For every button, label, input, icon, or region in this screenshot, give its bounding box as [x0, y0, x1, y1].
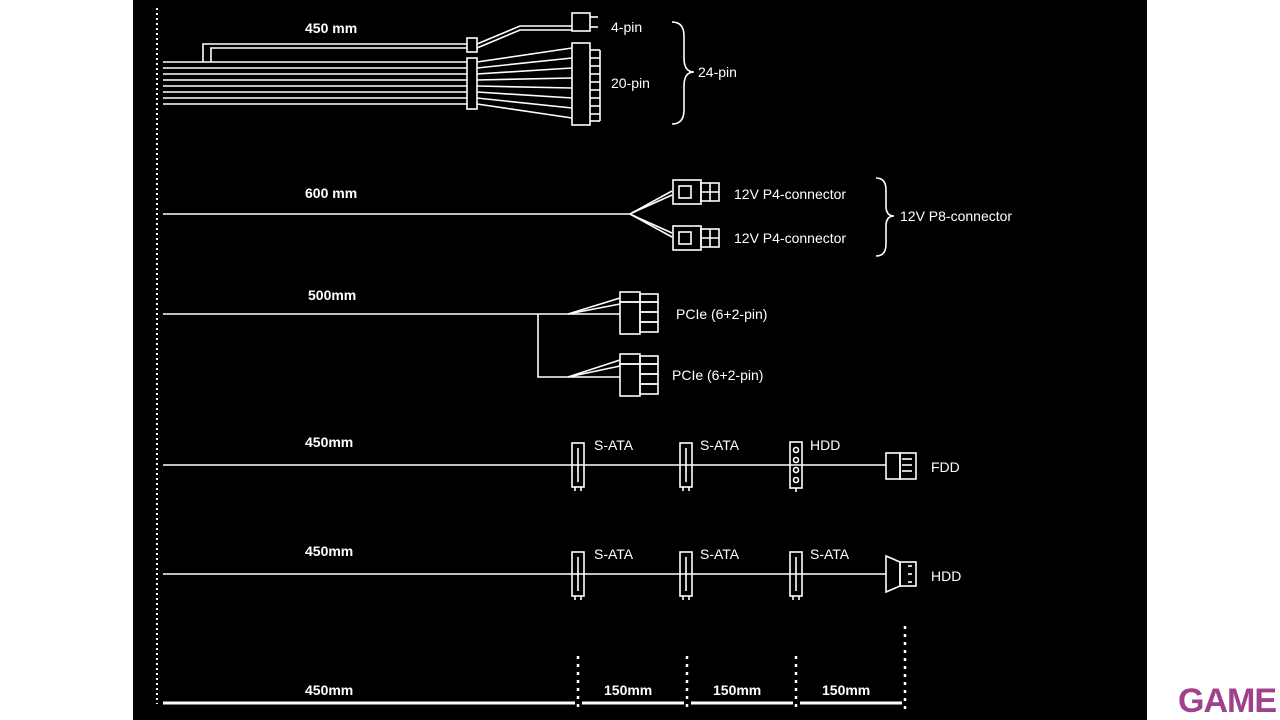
- atx-20pin-bundle: [163, 42, 601, 126]
- eps-length: 600 mm: [305, 185, 357, 201]
- atx-4pin-connector: [571, 12, 591, 32]
- atx-4pin-wire: [210, 47, 467, 62]
- peripheral-2-label-3: S-ATA: [810, 546, 850, 562]
- length-scale: [163, 626, 907, 712]
- peripheral-1-length: 450mm: [305, 434, 353, 450]
- atx-4pin-label: 4-pin: [611, 19, 642, 35]
- scale-label-3: 150mm: [822, 682, 870, 698]
- eps-cable: [163, 177, 895, 257]
- peripheral-1-label-1: S-ATA: [594, 437, 634, 453]
- peripheral-2-label-2: S-ATA: [700, 546, 740, 562]
- atx-4pin-wire: [476, 25, 572, 45]
- atx-24pin-brace: [671, 21, 695, 125]
- atx-4pin-clip: [466, 37, 478, 53]
- atx-20pin-label: 20-pin: [611, 75, 650, 91]
- eps-p8-label: 12V P8-connector: [900, 208, 1012, 224]
- scale-label-main: 450mm: [305, 682, 353, 698]
- peripheral-2-label-4: HDD: [931, 568, 961, 584]
- hdd-connector: [885, 554, 917, 594]
- peripheral-2-label-1: S-ATA: [594, 546, 634, 562]
- atx-20pin-clip: [466, 57, 478, 110]
- pcie-length: 500mm: [308, 287, 356, 303]
- atx-24pin-label: 24-pin: [698, 64, 737, 80]
- eps-p4-label-a: 12V P4-connector: [734, 186, 846, 202]
- sata-connector: [789, 551, 803, 600]
- sata-connector: [571, 442, 585, 491]
- sata-connector: [571, 551, 585, 600]
- pcie-label-a: PCIe (6+2-pin): [676, 306, 767, 322]
- fdd-connector: [885, 452, 917, 480]
- eps-p4-connector-a: [672, 179, 720, 205]
- atx-length: 450 mm: [305, 20, 357, 36]
- eps-p4-connector-b: [672, 225, 720, 251]
- scale-label-2: 150mm: [713, 682, 761, 698]
- molex-connector: [789, 441, 803, 492]
- eps-p4-label-b: 12V P4-connector: [734, 230, 846, 246]
- atx-4pin-wire: [202, 43, 467, 62]
- pcie-branch-wire: [537, 314, 568, 378]
- peripheral-cable-1: [163, 441, 917, 492]
- peripheral-1-label-2: S-ATA: [700, 437, 740, 453]
- peripheral-2-length: 450mm: [305, 543, 353, 559]
- eps-p8-brace: [875, 177, 895, 257]
- peripheral-cable-2: [163, 551, 917, 600]
- pcie-label-b: PCIe (6+2-pin): [672, 367, 763, 383]
- sata-connector: [679, 442, 693, 491]
- peripheral-1-label-3: HDD: [810, 437, 840, 453]
- game-logo: GAME: [1178, 682, 1277, 720]
- peripheral-1-label-4: FDD: [931, 459, 960, 475]
- atx-20pin-connector: [571, 42, 591, 126]
- sata-connector: [679, 551, 693, 600]
- pcie-connector-b: [619, 353, 659, 397]
- atx-4pin-wire: [476, 29, 572, 49]
- atx-cable: [163, 12, 695, 126]
- pcie-connector-a: [619, 291, 659, 335]
- pcie-cable: [163, 291, 659, 397]
- scale-label-1: 150mm: [604, 682, 652, 698]
